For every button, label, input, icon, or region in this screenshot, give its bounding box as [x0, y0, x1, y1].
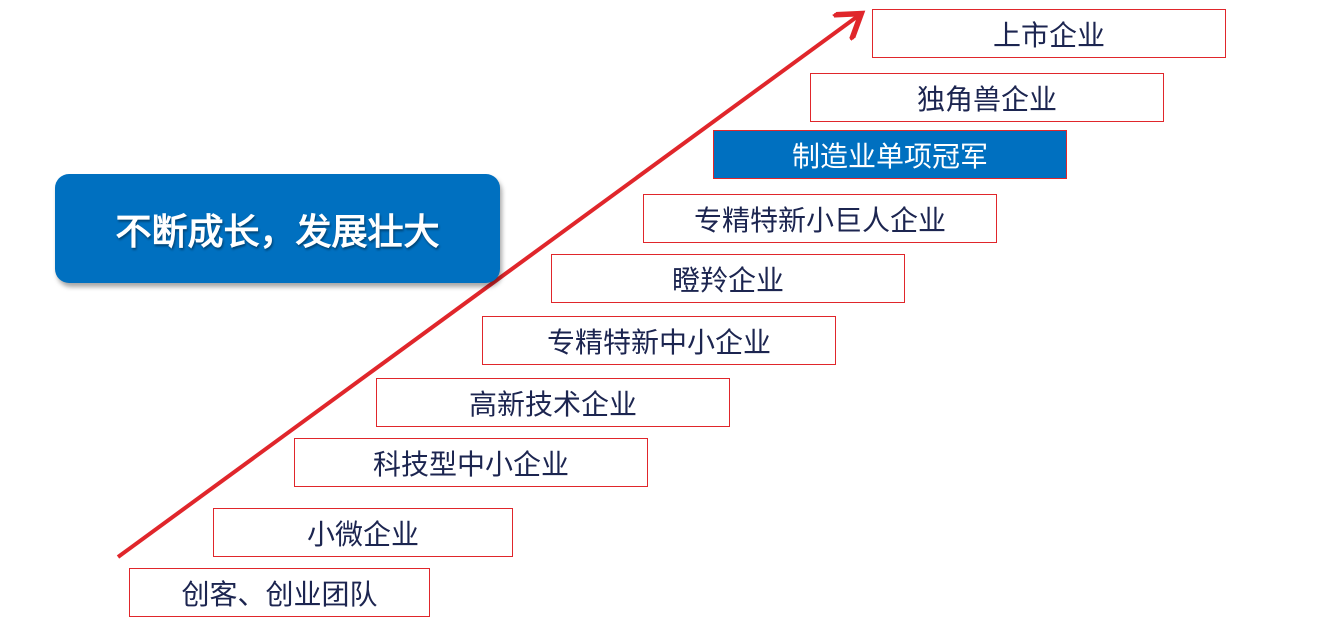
stage-unicorn: 独角兽企业 [810, 73, 1164, 122]
stage-little-giant: 专精特新小巨人企业 [643, 194, 997, 243]
stage-listed-company: 上市企业 [872, 9, 1226, 58]
stage-micro-enterprise: 小微企业 [213, 508, 513, 557]
stage-specialized-sme: 专精特新中小企业 [482, 316, 836, 365]
stage-manufacturing-champion: 制造业单项冠军 [713, 130, 1067, 179]
stage-tech-sme: 科技型中小企业 [294, 438, 648, 487]
stage-high-tech: 高新技术企业 [376, 378, 730, 427]
stage-startup-team: 创客、创业团队 [129, 568, 430, 617]
growth-banner: 不断成长，发展壮大 [55, 174, 500, 283]
stage-gazelle: 瞪羚企业 [551, 254, 905, 303]
